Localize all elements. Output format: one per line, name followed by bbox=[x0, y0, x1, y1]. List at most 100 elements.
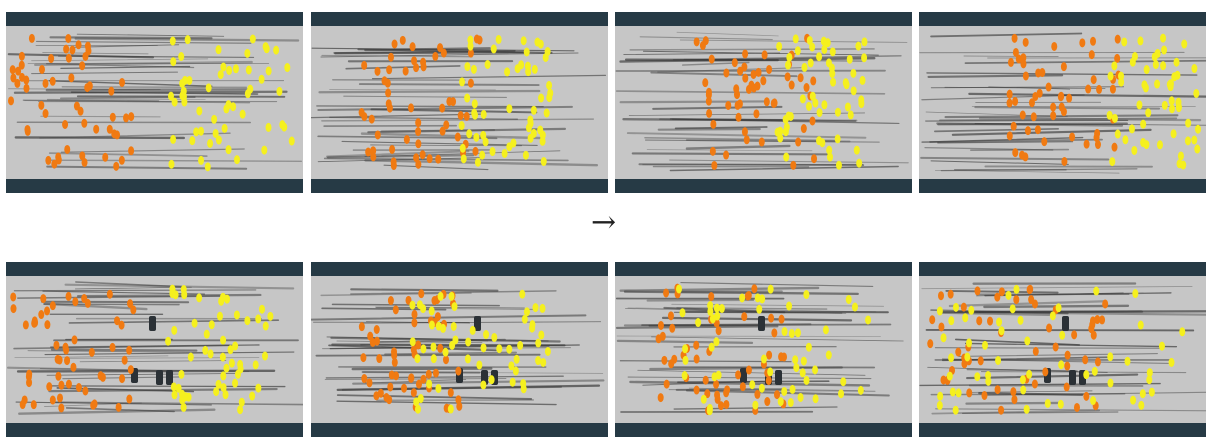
agent-yellow bbox=[1093, 286, 1100, 296]
agent-orange bbox=[10, 292, 17, 302]
trajectory-trail bbox=[43, 302, 148, 311]
agent-orange bbox=[758, 137, 765, 147]
agent-orange bbox=[391, 350, 398, 360]
agent-yellow bbox=[171, 97, 178, 107]
trajectory-trail bbox=[921, 94, 1085, 101]
agent-yellow bbox=[491, 332, 498, 342]
trajectory-trail bbox=[326, 154, 475, 159]
agent-yellow bbox=[203, 329, 210, 339]
agent-yellow bbox=[458, 121, 465, 131]
agent-yellow bbox=[484, 60, 491, 70]
agent-orange bbox=[358, 108, 365, 118]
agent-orange bbox=[49, 301, 56, 311]
trajectory-trail bbox=[365, 379, 467, 384]
agent-yellow bbox=[451, 302, 458, 312]
trajectory-trail bbox=[669, 118, 857, 122]
agent-orange bbox=[1094, 357, 1101, 367]
agent-orange bbox=[366, 378, 373, 388]
agent-orange bbox=[699, 41, 706, 51]
agent-orange bbox=[108, 86, 115, 96]
agents-plot bbox=[311, 34, 607, 171]
trajectory-trail bbox=[336, 394, 533, 400]
agent-orange bbox=[75, 40, 82, 50]
agent-yellow bbox=[777, 397, 784, 407]
trajectory-trail bbox=[919, 382, 1161, 387]
agent-yellow bbox=[261, 351, 268, 361]
trajectory-trail bbox=[321, 118, 595, 122]
agent-orange bbox=[65, 33, 72, 43]
agent-yellow bbox=[222, 390, 229, 400]
agent-orange bbox=[663, 379, 670, 389]
agent-orange bbox=[998, 287, 1005, 297]
agent-orange bbox=[387, 52, 394, 62]
agent-orange bbox=[81, 294, 88, 304]
agent-yellow bbox=[1111, 113, 1118, 123]
agent-yellow bbox=[1158, 341, 1165, 351]
trajectory-trail bbox=[45, 159, 303, 162]
agent-yellow bbox=[851, 302, 858, 312]
trajectory-trail bbox=[674, 126, 768, 130]
trajectory-trail bbox=[6, 366, 171, 373]
agent-yellow bbox=[845, 294, 852, 304]
agent-orange bbox=[23, 83, 30, 93]
agent-yellow bbox=[527, 133, 534, 143]
agent-orange bbox=[702, 375, 709, 385]
agent-yellow bbox=[850, 86, 857, 96]
agent-yellow bbox=[1131, 145, 1138, 155]
agent-yellow bbox=[1146, 375, 1153, 385]
trajectory-trail bbox=[46, 373, 240, 376]
agent-yellow bbox=[430, 342, 437, 352]
trajectory-trail bbox=[929, 136, 1084, 143]
trajectory-trail bbox=[930, 393, 1126, 396]
agent-orange bbox=[710, 119, 717, 129]
agent-yellow bbox=[180, 402, 187, 412]
agent-yellow bbox=[834, 134, 841, 144]
agent-orange bbox=[725, 100, 732, 110]
agent-orange bbox=[693, 385, 700, 395]
agent-yellow bbox=[546, 93, 553, 103]
trajectory-trail bbox=[964, 59, 1206, 65]
trajectory-trail bbox=[383, 164, 489, 171]
agent-yellow bbox=[787, 397, 794, 407]
agent-orange bbox=[415, 127, 422, 137]
agent-yellow bbox=[261, 145, 268, 155]
agent-orange bbox=[387, 382, 394, 392]
agent-orange bbox=[766, 64, 773, 74]
agent-yellow bbox=[234, 155, 241, 165]
agent-yellow bbox=[1148, 387, 1155, 397]
trajectory-trail bbox=[318, 89, 541, 94]
agent-orange bbox=[1094, 315, 1101, 325]
agent-yellow bbox=[234, 369, 241, 379]
agent-orange bbox=[93, 124, 100, 134]
agent-yellow bbox=[695, 318, 702, 328]
agent-orange bbox=[1034, 125, 1041, 135]
agent-orange bbox=[693, 340, 700, 350]
agent-yellow bbox=[476, 360, 483, 370]
trajectory-trail bbox=[637, 369, 866, 376]
agent-yellow bbox=[178, 52, 185, 62]
trajectory-trail bbox=[966, 373, 1139, 380]
agent-yellow bbox=[1146, 368, 1153, 378]
agent-orange bbox=[955, 347, 962, 357]
agent-orange bbox=[1079, 38, 1086, 48]
agent-orange bbox=[735, 112, 742, 122]
agent-orange bbox=[374, 130, 381, 140]
agent-yellow bbox=[792, 355, 799, 365]
agent-orange bbox=[938, 322, 945, 332]
agent-orange bbox=[127, 299, 134, 309]
agent-orange bbox=[383, 392, 390, 402]
agent-orange bbox=[1099, 315, 1106, 325]
agent-yellow bbox=[175, 383, 182, 393]
agent-yellow bbox=[709, 314, 716, 324]
agent-orange bbox=[70, 362, 77, 372]
agent-yellow bbox=[172, 290, 179, 300]
trajectory-trail bbox=[49, 36, 213, 40]
agent-orange bbox=[1050, 111, 1057, 121]
time-arrow: → bbox=[591, 205, 617, 240]
agent-yellow bbox=[781, 327, 788, 337]
trajectory-trail bbox=[61, 86, 247, 89]
agent-yellow bbox=[788, 329, 795, 339]
agent-orange bbox=[415, 379, 422, 389]
agent-yellow bbox=[409, 300, 416, 310]
agent-orange bbox=[1046, 323, 1053, 333]
